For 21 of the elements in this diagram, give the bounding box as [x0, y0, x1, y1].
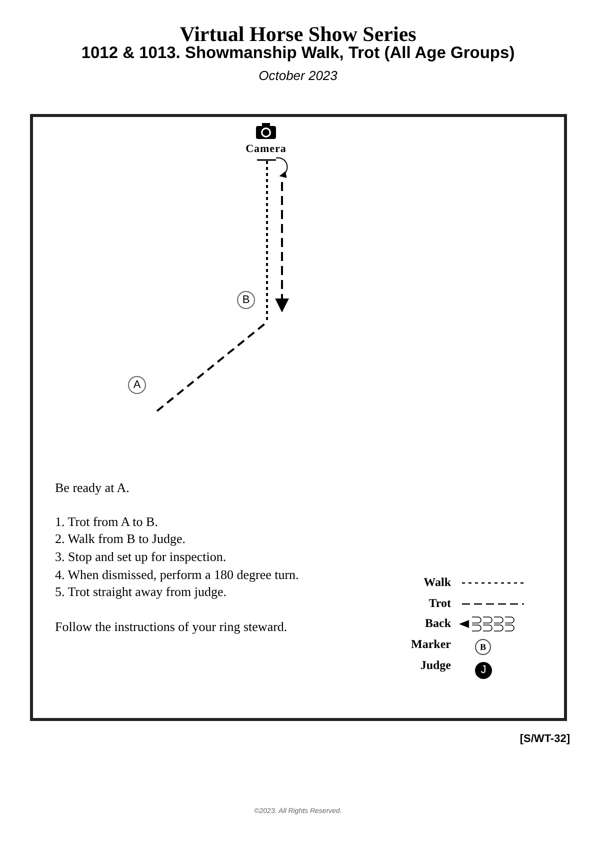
instruction-text: Follow the instructions of your ring steward.: [55, 619, 288, 635]
marker-circle: A: [128, 376, 146, 394]
legend-label: Trot: [428, 596, 451, 611]
legend-label: Walk: [424, 575, 451, 590]
legend-label: Marker: [411, 637, 451, 652]
instruction-text: 5. Trot straight away from judge.: [55, 584, 227, 600]
marker-sample: B: [475, 639, 491, 655]
date: October 2023: [258, 68, 338, 83]
instruction-text: 1. Trot from A to B.: [55, 514, 158, 530]
legend-label: Judge: [420, 658, 451, 673]
legend-label: Back: [424, 616, 451, 631]
marker-circle: B: [237, 291, 255, 309]
title: Virtual Horse Show Series: [180, 22, 416, 46]
pattern-code: [S/WT-32]: [520, 733, 570, 745]
judge-sample: J: [475, 662, 492, 679]
instruction-text: 4. When dismissed, perform a 180 degree turn.: [55, 567, 299, 583]
instruction-text: Be ready at A.: [55, 480, 130, 496]
subtitle: 1012 & 1013. Showmanship Walk, Trot (All Age Groups): [81, 44, 515, 63]
camera-label: Camera: [246, 143, 286, 155]
instruction-text: 3. Stop and set up for inspection.: [55, 549, 226, 565]
instruction-text: 2. Walk from B to Judge.: [55, 531, 186, 547]
